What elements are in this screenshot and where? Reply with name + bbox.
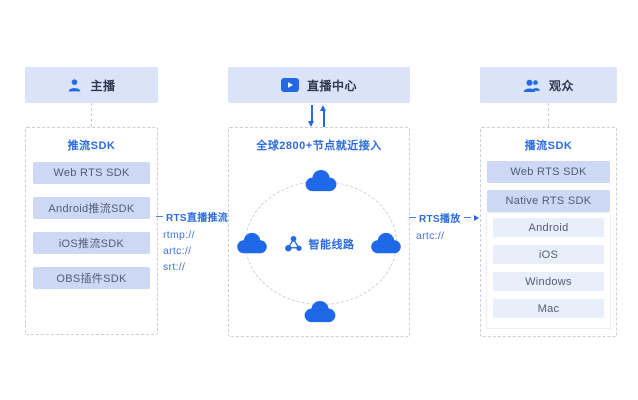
cloud-bottom-icon [301, 300, 339, 330]
play-protocols: artc:// [409, 230, 479, 242]
protocol-srt: srt:// [163, 261, 186, 273]
play-flow-arrow: RTS播放 [409, 210, 479, 225]
push-sdk-title: 推流SDK [67, 140, 116, 152]
platform-panel: Android iOS Windows Mac [486, 212, 611, 329]
arrow-down-icon [308, 105, 315, 127]
network-nodes-icon [284, 235, 303, 252]
play-sdk-box: 播流SDK Web RTS SDK Native RTS SDK Android… [480, 127, 617, 337]
sdk-item-ios-push: iOS推流SDK [33, 232, 150, 254]
sdk-item-native-rts: Native RTS SDK [487, 190, 610, 212]
live-center-label: 直播中心 [306, 78, 357, 93]
platform-ios: iOS [493, 245, 604, 264]
play-arrowhead-icon [474, 214, 479, 221]
cloud-right-icon [368, 232, 404, 261]
push-flow-label: RTS直播推流 [166, 213, 229, 224]
protocol-artc: artc:// [163, 245, 192, 257]
broadcaster-label: 主播 [90, 78, 116, 93]
connector-broadcaster [91, 103, 92, 127]
smart-route-label: 智能线路 [308, 238, 355, 251]
sdk-item-obs-plugin: OBS插件SDK [33, 267, 150, 289]
play-flow: RTS播放 artc:// [409, 210, 479, 242]
smart-route: 智能线路 [229, 235, 409, 252]
cloud-left-icon [234, 232, 270, 261]
global-nodes-box: 全球2800+节点就近接入 智能线路 [228, 127, 410, 337]
push-flow-line-left [156, 216, 163, 217]
arrow-up-icon [320, 105, 327, 127]
play-flow-line-right [463, 217, 471, 218]
person-icon [67, 78, 82, 93]
play-icon [280, 78, 299, 92]
play-flow-line-left [409, 217, 416, 218]
platform-android: Android [493, 218, 604, 237]
connector-audience [548, 103, 549, 127]
platform-mac: Mac [493, 299, 604, 318]
audience-header: 观众 [480, 67, 617, 103]
protocol-rtmp: rtmp:// [163, 229, 195, 241]
audience-label: 观众 [548, 78, 574, 93]
sdk-item-web-rts-play: Web RTS SDK [487, 161, 610, 183]
play-sdk-items: Web RTS SDK Native RTS SDK [481, 153, 616, 212]
play-flow-label: RTS播放 [419, 214, 461, 225]
push-sdk-items: Web RTS SDK Android推流SDK iOS推流SDK OBS插件S… [26, 153, 157, 289]
audience-icon [523, 78, 541, 93]
push-flow-arrow: RTS直播推流 [156, 209, 240, 224]
push-protocols: rtmp:// artc:// srt:// [156, 229, 233, 273]
live-center-header: 直播中心 [228, 67, 410, 103]
sdk-item-android-push: Android推流SDK [33, 197, 150, 219]
play-sdk-title: 播流SDK [524, 140, 573, 152]
protocol-artc-play: artc:// [416, 230, 445, 242]
sdk-item-web-rts: Web RTS SDK [33, 162, 150, 184]
global-nodes-title: 全球2800+节点就近接入 [256, 140, 382, 152]
platform-windows: Windows [493, 272, 604, 291]
push-flow: RTS直播推流 rtmp:// artc:// srt:// [156, 209, 240, 273]
cloud-top-icon [302, 169, 340, 199]
broadcaster-header: 主播 [25, 67, 158, 103]
push-sdk-box: 推流SDK Web RTS SDK Android推流SDK iOS推流SDK … [25, 127, 158, 335]
